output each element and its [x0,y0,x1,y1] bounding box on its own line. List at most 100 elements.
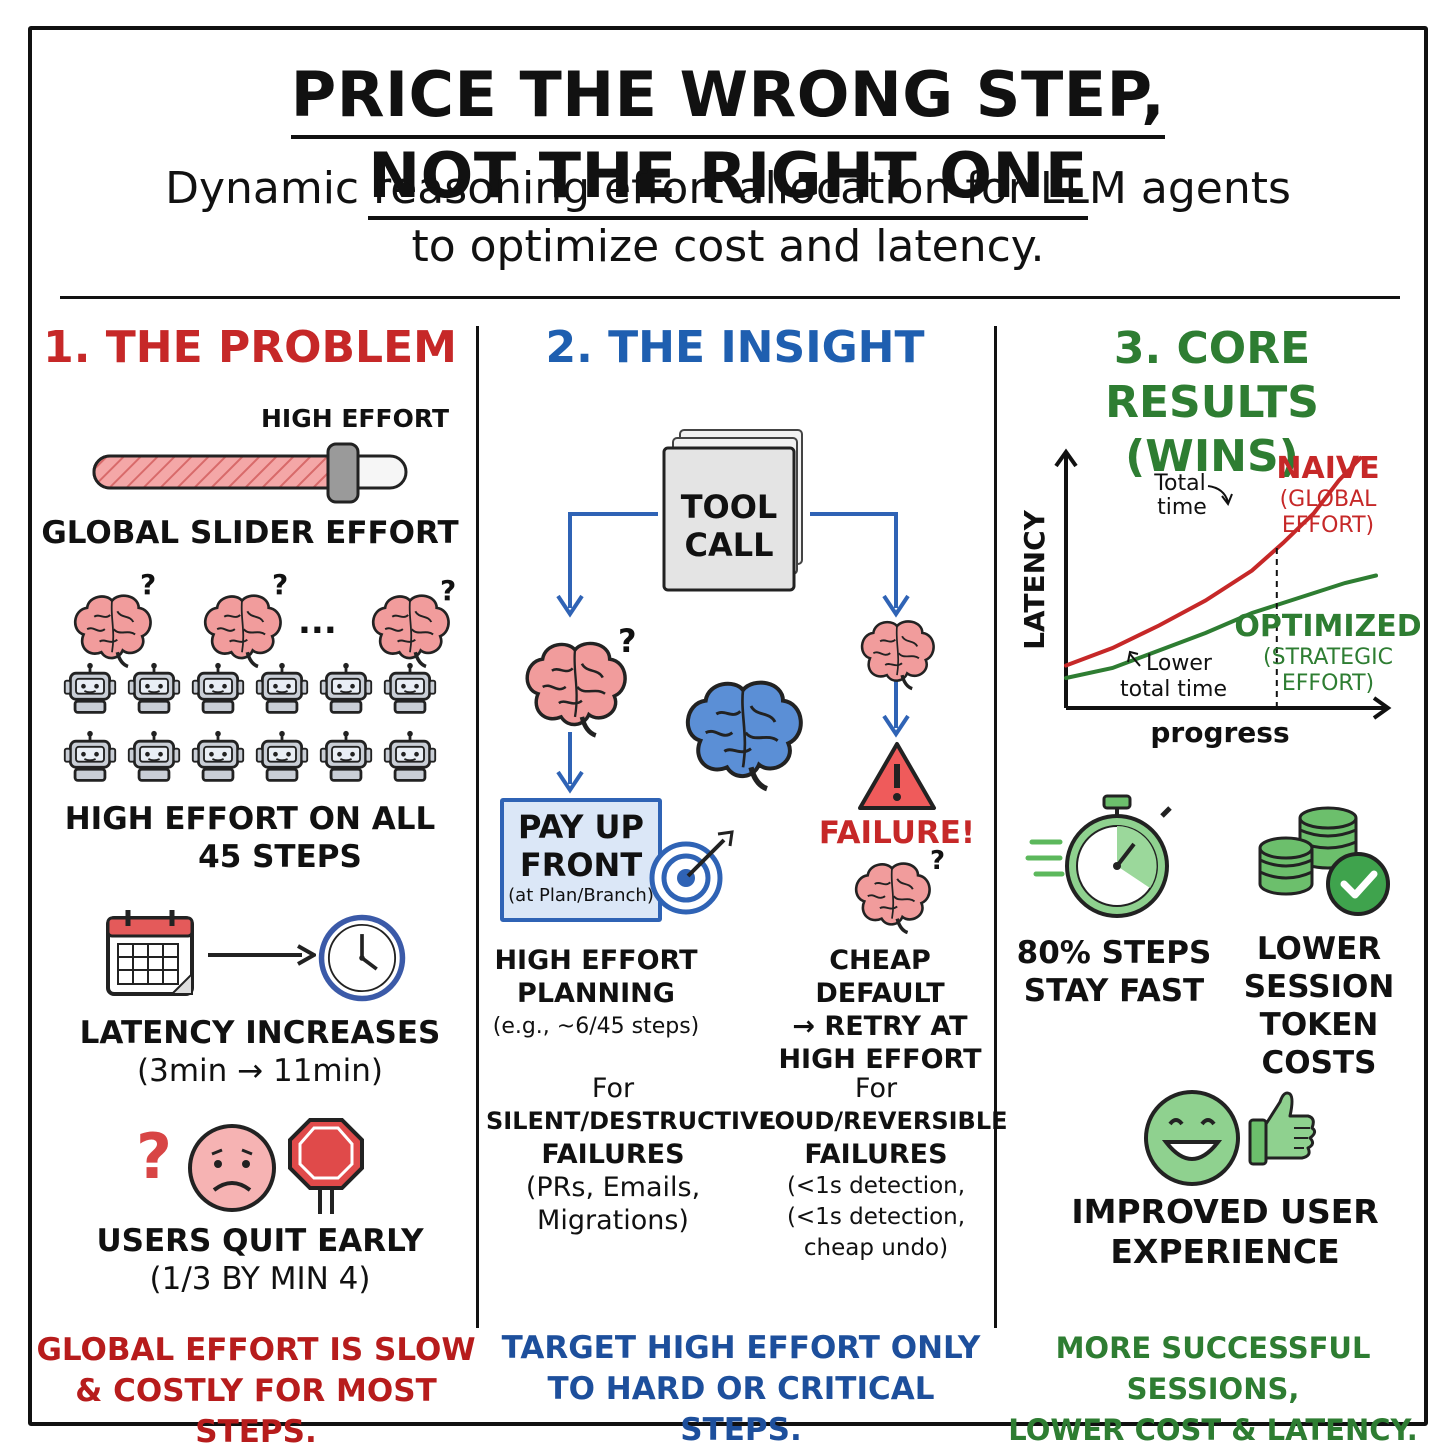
robot-icon [382,662,438,718]
check-icon [1326,852,1390,916]
clock-icon [316,912,408,1004]
robot-icon [126,662,182,718]
slider-level-label: HIGH EFFORT [260,404,450,433]
robot-icon [254,662,310,718]
slider-knob[interactable] [326,442,360,504]
tool-call-line-2: CALL [684,526,774,564]
quit-label: USERS QUIT EARLY (1/3 BY MIN 4) [40,1222,480,1298]
robot-grid [62,662,442,792]
stopwatch-icon [1025,794,1172,918]
y-axis-label: LATENCY [1018,509,1051,650]
brain-icon [192,590,292,670]
question-mark: ? [440,574,457,607]
thumbs-up-icon [1248,1091,1317,1166]
chart-axes: LATENCY progress [1018,448,1392,749]
results-heading: 3. CORE RESULTS (WINS) [1004,322,1420,484]
robot-icon [318,730,374,786]
token-line-1: LOWER [1256,931,1382,967]
quit-label-line-1: USERS QUIT EARLY [96,1223,424,1259]
chart-series [1064,456,1378,708]
results-heading-line-2: (WINS) [1125,431,1299,482]
problem-footer-line-2: & COSTLY FOR MOST STEPS. [75,1373,437,1450]
title-part-1: PRICE THE WRONG STEP, [290,58,1166,139]
latency-label-line-2: (3min → 11min) [137,1053,383,1089]
column-divider-1 [476,326,479,1328]
robot-icon [254,730,310,786]
arrow-right-icon [208,944,316,966]
steps-label-line-2: 45 STEPS [198,839,362,875]
title-part-2: NOT THE RIGHT ONE [368,139,1088,220]
robot-icon [382,730,438,786]
problem-footer: GLOBAL EFFORT IS SLOW & COSTLY FOR MOST … [36,1330,476,1453]
robot-icon [190,730,246,786]
right-for-line-3: FAILURES [804,1139,948,1170]
brain-icon [846,858,938,936]
series-name-sub: (STRATEGIC [1263,645,1393,670]
flow-arrows [556,512,910,794]
right-for-line-2: LOUD/REVERSIBLE [760,1107,1008,1135]
annotation-total-time: time [1157,495,1207,520]
series-line [1064,456,1363,668]
document-stack-icon [662,429,803,592]
tool-call-label: TOOL CALL [664,488,794,564]
brain-icon [852,616,942,692]
annotation-arrow [1127,650,1141,667]
steps-label-line-1: HIGH EFFORT ON ALL [64,801,436,837]
brain-icon [62,590,162,670]
left-path-line-2: PLANNING [517,978,675,1009]
left-for-line-2: SILENT/DESTRUCTIVE [486,1107,775,1135]
chart-labels: NAIVE(GLOBALEFFORT)OPTIMIZED(STRATEGICEF… [1120,451,1420,702]
steps-fast-line-1: 80% STEPS [1016,935,1212,971]
right-path-label: CHEAP DEFAULT → RETRY AT HIGH EFFORT [770,944,990,1076]
global-effort-slider[interactable] [88,440,418,506]
right-path-line-2: → RETRY AT [792,1011,968,1042]
robot-icon [62,662,118,718]
page-subtitle: Dynamic reasoning effort allocation for … [40,160,1416,276]
right-path-line-3: HIGH EFFORT [778,1044,982,1075]
robot-icon [190,662,246,718]
robot-icon [126,730,182,786]
annotation-total-time: Total [1153,471,1205,496]
series-name: NAIVE [1276,451,1379,486]
x-axis-label: progress [1150,716,1289,749]
robot-icon [318,662,374,718]
latency-label: LATENCY INCREASES (3min → 11min) [40,1014,480,1090]
annotation-lower-time: total time [1120,677,1227,702]
ux-label: IMPROVED USER EXPERIENCE [1040,1192,1410,1272]
results-heading-line-1: 3. CORE RESULTS [1105,323,1319,428]
token-cost-label: LOWER SESSION TOKEN COSTS [1214,930,1424,1082]
pay-up-front-label: PAY UP FRONT (at Plan/Branch) [500,808,662,908]
page-frame [28,26,1428,1426]
left-for-line-3: FAILURES [541,1139,685,1170]
pay-line-1: PAY UP [518,808,644,846]
left-path-line-1: HIGH EFFORT [494,945,698,976]
right-for-line-6: cheap undo) [803,1235,949,1261]
left-for-line-5: Migrations) [537,1205,689,1236]
subtitle-line-1: Dynamic reasoning effort allocation for … [165,163,1291,214]
series-name-sub: EFFORT) [1282,671,1374,696]
page-title: PRICE THE WRONG STEP, NOT THE RIGHT ONE [40,58,1416,220]
target-icon [649,830,734,915]
problem-heading: 1. THE PROBLEM [43,322,457,373]
robot-icon [62,730,118,786]
y-axis [1054,448,1078,708]
token-line-3: TOKEN COSTS [1259,1007,1379,1081]
coins-icon [1258,806,1390,916]
right-for-line-4: (<1s detection, [786,1173,966,1199]
token-line-2: SESSION [1243,969,1395,1005]
calendar-icon [106,910,194,996]
right-path-line-1: CHEAP DEFAULT [815,945,945,1009]
question-mark: ? [272,568,289,601]
slider-fill [92,454,346,490]
series-name: OPTIMIZED [1234,609,1420,644]
sad-face-icon [188,1124,276,1212]
column-divider-2 [994,326,997,1328]
stop-sign-icon [288,1118,364,1214]
annotation-arrow [1207,485,1233,507]
brain-icon [676,674,810,794]
left-failure-types: For SILENT/DESTRUCTIVE FAILURES (PRs, Em… [486,1072,775,1237]
left-for-line-4: (PRs, Emails, [525,1172,701,1203]
pay-sub: (at Plan/Branch) [508,885,654,906]
insight-heading: 2. THE INSIGHT [545,322,925,373]
